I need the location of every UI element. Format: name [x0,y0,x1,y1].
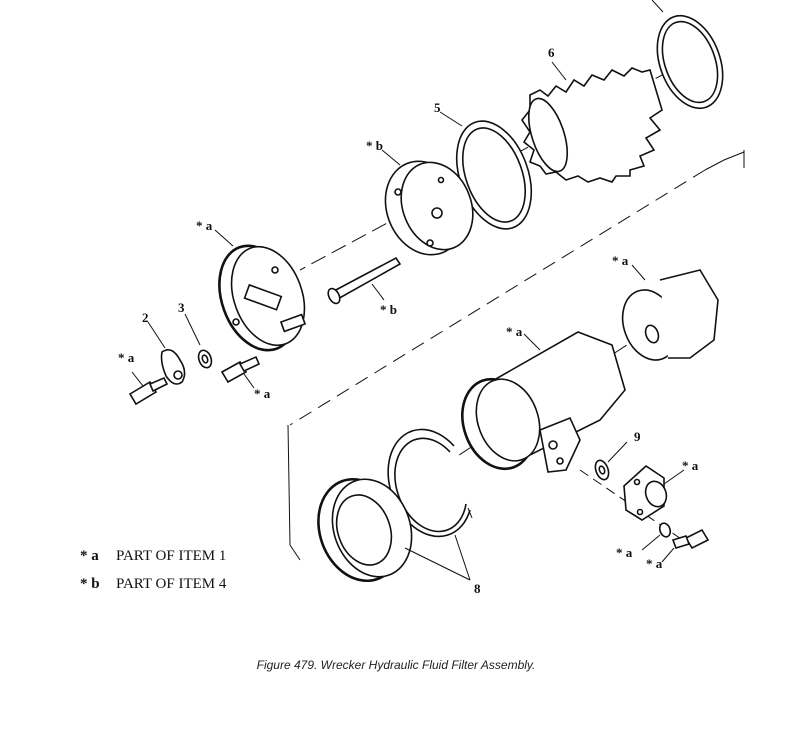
screw-lower-right [661,528,710,563]
callout-5: 5 [434,100,441,115]
end-cap-small [621,264,719,361]
figure-caption: Figure 479. Wrecker Hydraulic Fluid Filt… [256,658,536,672]
washer-item-9 [594,441,628,481]
legend: * a PART OF ITEM 1 * b PART OF ITEM 4 [80,548,227,592]
callout-a-screw-middle: * a [254,386,271,401]
legend-key-a: * a [80,548,99,564]
fitting-flange [623,464,685,521]
callout-b-plate: * b [366,138,383,153]
small-washer [641,522,672,551]
retainer-plate [381,149,474,256]
callout-2: 2 [142,310,149,325]
callout-a-housing: * a [506,324,523,339]
legend-key-b: * b [80,576,100,592]
assembly-outline [287,150,745,561]
callout-8: 8 [474,581,481,596]
callout-6: 6 [548,45,555,60]
ring-item-5 [439,111,533,230]
filter-element [521,61,663,183]
callout-a-screw-left: * a [118,350,135,365]
end-cap-upper [214,229,307,352]
callout-3: 3 [178,300,185,315]
callout-9: 9 [634,429,641,444]
callout-a-screw-right: * a [646,556,663,571]
legend-text-b: PART OF ITEM 4 [116,576,227,592]
long-bolt [327,256,402,305]
end-plate-lower [317,477,471,583]
callout-a-fitting: * a [682,458,699,473]
screw-left [128,371,169,406]
callout-a-small-cap: * a [612,253,629,268]
callout-a-washer: * a [616,545,633,560]
callout-b-bolt: * b [380,302,397,317]
filter-housing [461,331,626,473]
callout-a-end-cap: * a [196,218,213,233]
washer-item-3 [184,313,213,369]
legend-text-a: PART OF ITEM 1 [116,548,226,564]
screw-middle [220,355,261,389]
o-ring-top [651,0,724,110]
lock-plate-item-2 [147,321,186,385]
